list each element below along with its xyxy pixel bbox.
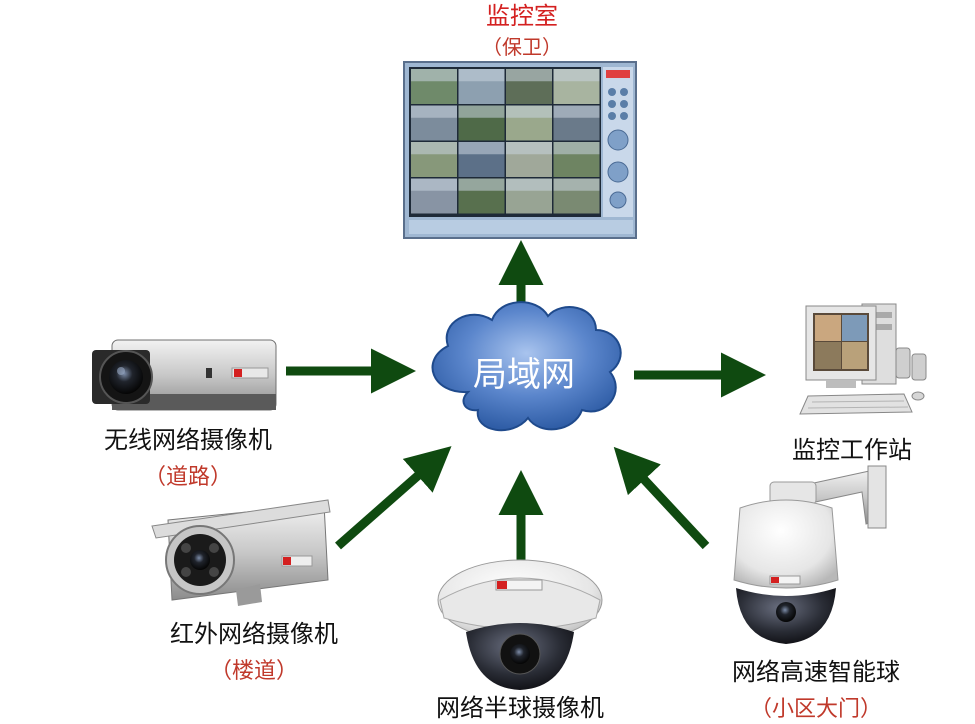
monitoring-screen-image: [403, 61, 637, 239]
wireless-camera-title: 无线网络摄像机: [104, 426, 272, 454]
infrared-camera-node: 红外网络摄像机 （楼道）: [151, 499, 338, 684]
speed-dome-title: 网络高速智能球: [732, 658, 900, 686]
video-thumbnail-sky: [553, 178, 600, 191]
box-camera-image: [92, 339, 277, 411]
workstation-computer-image: [799, 303, 927, 415]
infrared-camera-image: [151, 499, 331, 606]
infrared-camera-subtitle: （楼道）: [210, 659, 298, 684]
video-thumbnail-sky: [553, 142, 600, 155]
workstation-node: 监控工作站: [792, 303, 927, 464]
arrow-from-infrared-camera: [335, 446, 452, 550]
dome-camera-title: 网络半球摄像机: [436, 694, 604, 722]
cloud-shape: [431, 301, 622, 432]
video-thumbnail-sky: [411, 178, 457, 191]
video-thumbnail-sky: [458, 142, 505, 155]
infrared-camera-title: 红外网络摄像机: [170, 620, 338, 648]
video-thumbnail-sky: [553, 69, 600, 82]
control-room-node: 监控室 （保卫）: [403, 2, 637, 239]
speed-dome-node: 网络高速智能球 （小区大门）: [732, 465, 900, 722]
video-thumbnail-sky: [411, 142, 457, 155]
workstation-title: 监控工作站: [792, 436, 912, 464]
video-thumbnail-sky: [458, 105, 505, 118]
control-room-subtitle: （保卫）: [482, 35, 562, 59]
video-thumbnail-sky: [458, 178, 505, 191]
control-buttons: [607, 88, 629, 209]
wireless-camera-node: 无线网络摄像机 （道路）: [92, 339, 277, 490]
video-thumbnail-sky: [411, 105, 457, 118]
video-thumbnail-sky: [458, 69, 505, 82]
video-thumbnail-sky: [553, 105, 600, 118]
video-thumbnail-sky: [506, 105, 552, 118]
dome-camera-image: [437, 559, 603, 690]
wireless-camera-subtitle: （道路）: [144, 465, 232, 490]
video-thumbnail-sky: [506, 142, 552, 155]
speed-dome-image: [733, 465, 887, 644]
video-thumbnail-sky: [411, 69, 457, 82]
lan-cloud: 局域网: [431, 301, 622, 432]
video-thumbnail-sky: [506, 69, 552, 82]
speed-dome-subtitle: （小区大门）: [750, 697, 882, 722]
control-room-title: 监控室: [486, 2, 558, 30]
video-grid: [411, 69, 600, 214]
cloud-label: 局域网: [473, 355, 575, 395]
dome-camera-node: 网络半球摄像机: [436, 559, 604, 722]
video-thumbnail-sky: [506, 178, 552, 191]
arrow-from-speed-dome: [613, 446, 710, 550]
